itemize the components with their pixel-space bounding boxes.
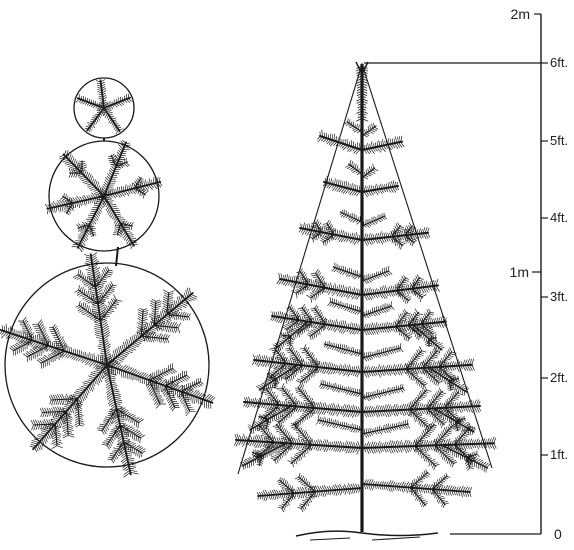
label-4ft: 4ft. bbox=[550, 210, 568, 225]
label-2m: 2m bbox=[511, 6, 530, 22]
plan-branch bbox=[104, 94, 132, 110]
interwhorl-shoot bbox=[316, 415, 362, 432]
branch-left-lower bbox=[273, 321, 308, 352]
interwhorl-shoot bbox=[362, 343, 403, 361]
label-3ft: 3ft. bbox=[550, 289, 568, 304]
interwhorl-shoot bbox=[324, 341, 362, 357]
plan-branch bbox=[97, 365, 145, 477]
interwhorl-shoot bbox=[362, 301, 394, 318]
branch-whorl-plan-views bbox=[0, 78, 215, 477]
branch-right bbox=[362, 309, 447, 342]
interwhorl-shoot bbox=[362, 123, 378, 137]
interwhorl-shoot bbox=[345, 160, 362, 175]
height-scale: 2m 6ft. 5ft. 4ft. 1m 3ft. 2ft. 1ft. 0 bbox=[364, 6, 568, 542]
interwhorl-shoot bbox=[328, 297, 363, 314]
branch-left-lower bbox=[256, 364, 297, 395]
label-1ft: 1ft. bbox=[550, 447, 568, 462]
plan-branch bbox=[107, 288, 197, 366]
plan-branch bbox=[59, 150, 104, 196]
plan-branch bbox=[85, 108, 106, 132]
branch-right bbox=[362, 136, 404, 154]
interwhorl-shoot bbox=[332, 263, 362, 280]
plan-branch bbox=[73, 253, 122, 365]
label-0: 0 bbox=[554, 526, 562, 542]
label-6ft: 6ft. bbox=[550, 55, 568, 70]
plan-view-3 bbox=[0, 253, 215, 478]
tree-whorl-5 bbox=[270, 297, 447, 353]
branch-right-lower bbox=[428, 366, 469, 395]
interwhorl-shoot bbox=[344, 118, 362, 133]
interwhorl-shoot bbox=[362, 164, 378, 179]
label-5ft: 5ft. bbox=[550, 133, 568, 148]
plan-branch bbox=[107, 360, 215, 416]
plan-branch bbox=[0, 317, 107, 370]
interwhorl-shoot bbox=[319, 380, 362, 397]
tree-elevation bbox=[234, 62, 496, 540]
skirt-branch-left bbox=[257, 473, 362, 512]
plan-view-1 bbox=[74, 78, 134, 138]
interwhorl-shoot bbox=[362, 419, 410, 437]
label-1m: 1m bbox=[510, 264, 529, 280]
plan-branch bbox=[100, 140, 130, 196]
branch-left bbox=[317, 130, 362, 154]
branch-right bbox=[362, 181, 399, 198]
interwhorl-shoot bbox=[362, 384, 405, 401]
plan-view-2 bbox=[45, 140, 162, 252]
interwhorl-shoot bbox=[340, 209, 362, 224]
branch-left bbox=[323, 176, 362, 196]
interwhorl-shoot bbox=[362, 266, 392, 284]
plan-branch bbox=[30, 365, 108, 452]
label-2ft: 2ft. bbox=[550, 370, 568, 385]
ground-line bbox=[296, 531, 438, 536]
ground-hatching bbox=[310, 537, 420, 540]
skirt-branch-right bbox=[362, 470, 472, 508]
interwhorl-shoot bbox=[362, 213, 387, 228]
plan-branch bbox=[103, 108, 124, 134]
plan-branch bbox=[103, 196, 139, 249]
tree-whorl-4 bbox=[277, 263, 440, 304]
